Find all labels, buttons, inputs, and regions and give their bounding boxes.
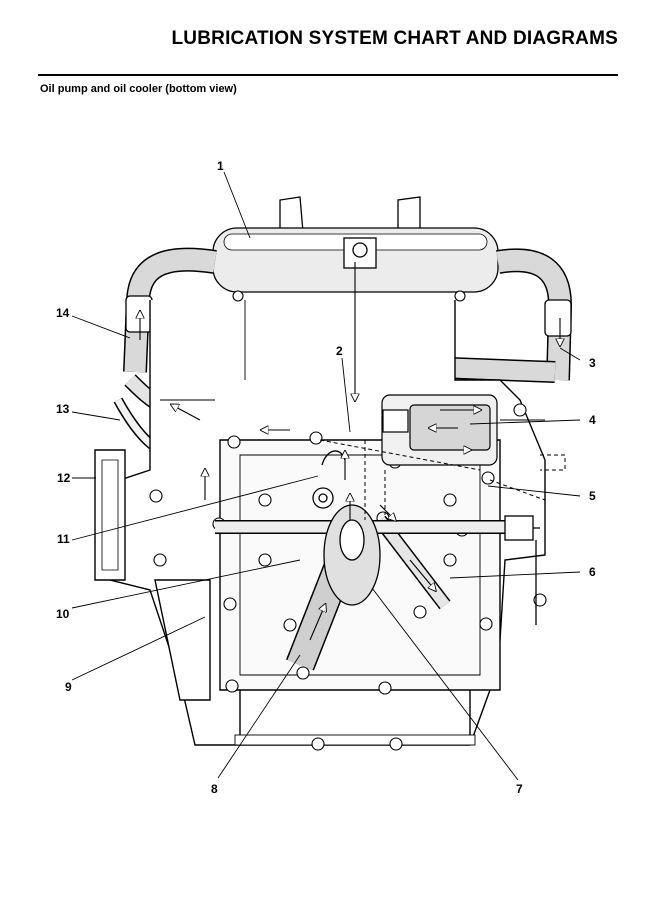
callout-4: 4 bbox=[589, 413, 596, 427]
page-title: LUBRICATION SYSTEM CHART AND DIAGRAMS bbox=[171, 28, 618, 49]
oil-cooler bbox=[212, 196, 499, 293]
callout-11: 11 bbox=[57, 532, 70, 546]
internal-oil-passages bbox=[319, 439, 566, 520]
callout-labels: 1 2 3 4 5 6 7 8 9 10 11 12 13 14 bbox=[56, 159, 596, 796]
callout-7: 7 bbox=[516, 782, 523, 796]
callout-9: 9 bbox=[65, 680, 72, 694]
title-rule bbox=[38, 74, 618, 76]
callout-6: 6 bbox=[589, 565, 596, 579]
oil-pump-strainer bbox=[215, 450, 540, 671]
callout-5: 5 bbox=[589, 489, 596, 503]
callout-12: 12 bbox=[57, 471, 71, 485]
callout-10: 10 bbox=[56, 607, 70, 621]
callout-13: 13 bbox=[56, 402, 70, 416]
callout-leader-lines bbox=[71, 171, 581, 781]
oil-flow-arrows bbox=[140, 262, 560, 641]
callout-2: 2 bbox=[336, 344, 343, 358]
callout-14: 14 bbox=[56, 306, 70, 320]
callout-1: 1 bbox=[217, 159, 224, 173]
callout-8: 8 bbox=[211, 782, 218, 796]
figure-subtitle: Oil pump and oil cooler (bottom view) bbox=[40, 83, 237, 95]
callout-3: 3 bbox=[589, 356, 596, 370]
